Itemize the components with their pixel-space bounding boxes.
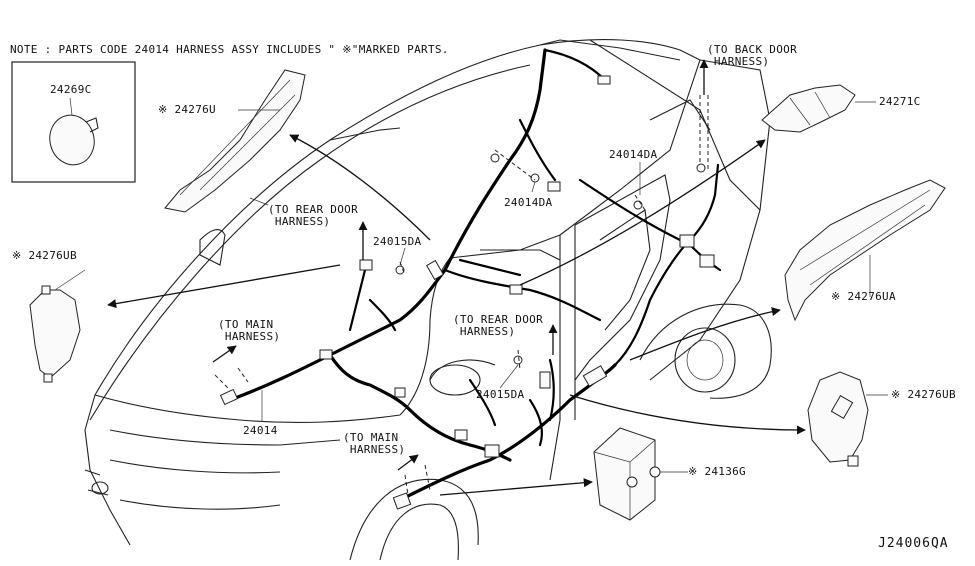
label-24014[interactable]: 24014 bbox=[243, 424, 278, 437]
harness-24014 bbox=[228, 48, 722, 502]
label-24014da-mid[interactable]: 24014DA bbox=[609, 148, 658, 161]
label-24014da-top[interactable]: 24014DA bbox=[504, 196, 553, 209]
part-24136g-drawing bbox=[593, 427, 661, 521]
parts-note: NOTE : PARTS CODE 24014 HARNESS ASSY INC… bbox=[10, 43, 449, 56]
label-24276ub-right[interactable]: ※ 24276UB bbox=[891, 388, 956, 401]
label-24271c[interactable]: 24271C bbox=[879, 95, 921, 108]
leader-arrows bbox=[107, 59, 806, 496]
part-24276ub-right-drawing bbox=[807, 371, 869, 467]
part-24276ub-left-drawing bbox=[29, 285, 81, 383]
diagram-id: J24006QA bbox=[878, 536, 949, 551]
label-24276ua[interactable]: ※ 24276UA bbox=[831, 290, 896, 303]
part-24276u-drawing bbox=[164, 69, 306, 213]
part-24271c-drawing bbox=[761, 84, 856, 133]
vehicle-body-outline bbox=[84, 39, 772, 561]
label-24136g[interactable]: ※ 24136G bbox=[688, 465, 746, 478]
part-24276ua-drawing bbox=[784, 179, 946, 322]
callout-to-main-harness-bottom: (TO MAIN HARNESS) bbox=[343, 431, 406, 456]
harness-connectors bbox=[219, 75, 715, 510]
callout-to-back-door-harness: (TO BACK DOOR HARNESS) bbox=[707, 43, 797, 68]
label-24276ub-left[interactable]: ※ 24276UB bbox=[12, 249, 77, 262]
label-24269c[interactable]: 24269C bbox=[50, 83, 92, 96]
label-24015da-top[interactable]: 24015DA bbox=[373, 235, 422, 248]
clip-24269c-drawing bbox=[49, 97, 99, 166]
dashed-leaders bbox=[214, 95, 709, 496]
label-leader-lines bbox=[54, 101, 888, 473]
label-24276u[interactable]: ※ 24276U bbox=[158, 103, 216, 116]
inset-box bbox=[11, 61, 136, 183]
callout-to-rear-door-harness-mid: (TO REAR DOOR HARNESS) bbox=[453, 313, 543, 338]
label-24015da-mid[interactable]: 24015DA bbox=[476, 388, 525, 401]
callout-to-main-harness-left: (TO MAIN HARNESS) bbox=[218, 318, 281, 343]
callout-to-rear-door-harness-left: (TO REAR DOOR HARNESS) bbox=[268, 203, 358, 228]
